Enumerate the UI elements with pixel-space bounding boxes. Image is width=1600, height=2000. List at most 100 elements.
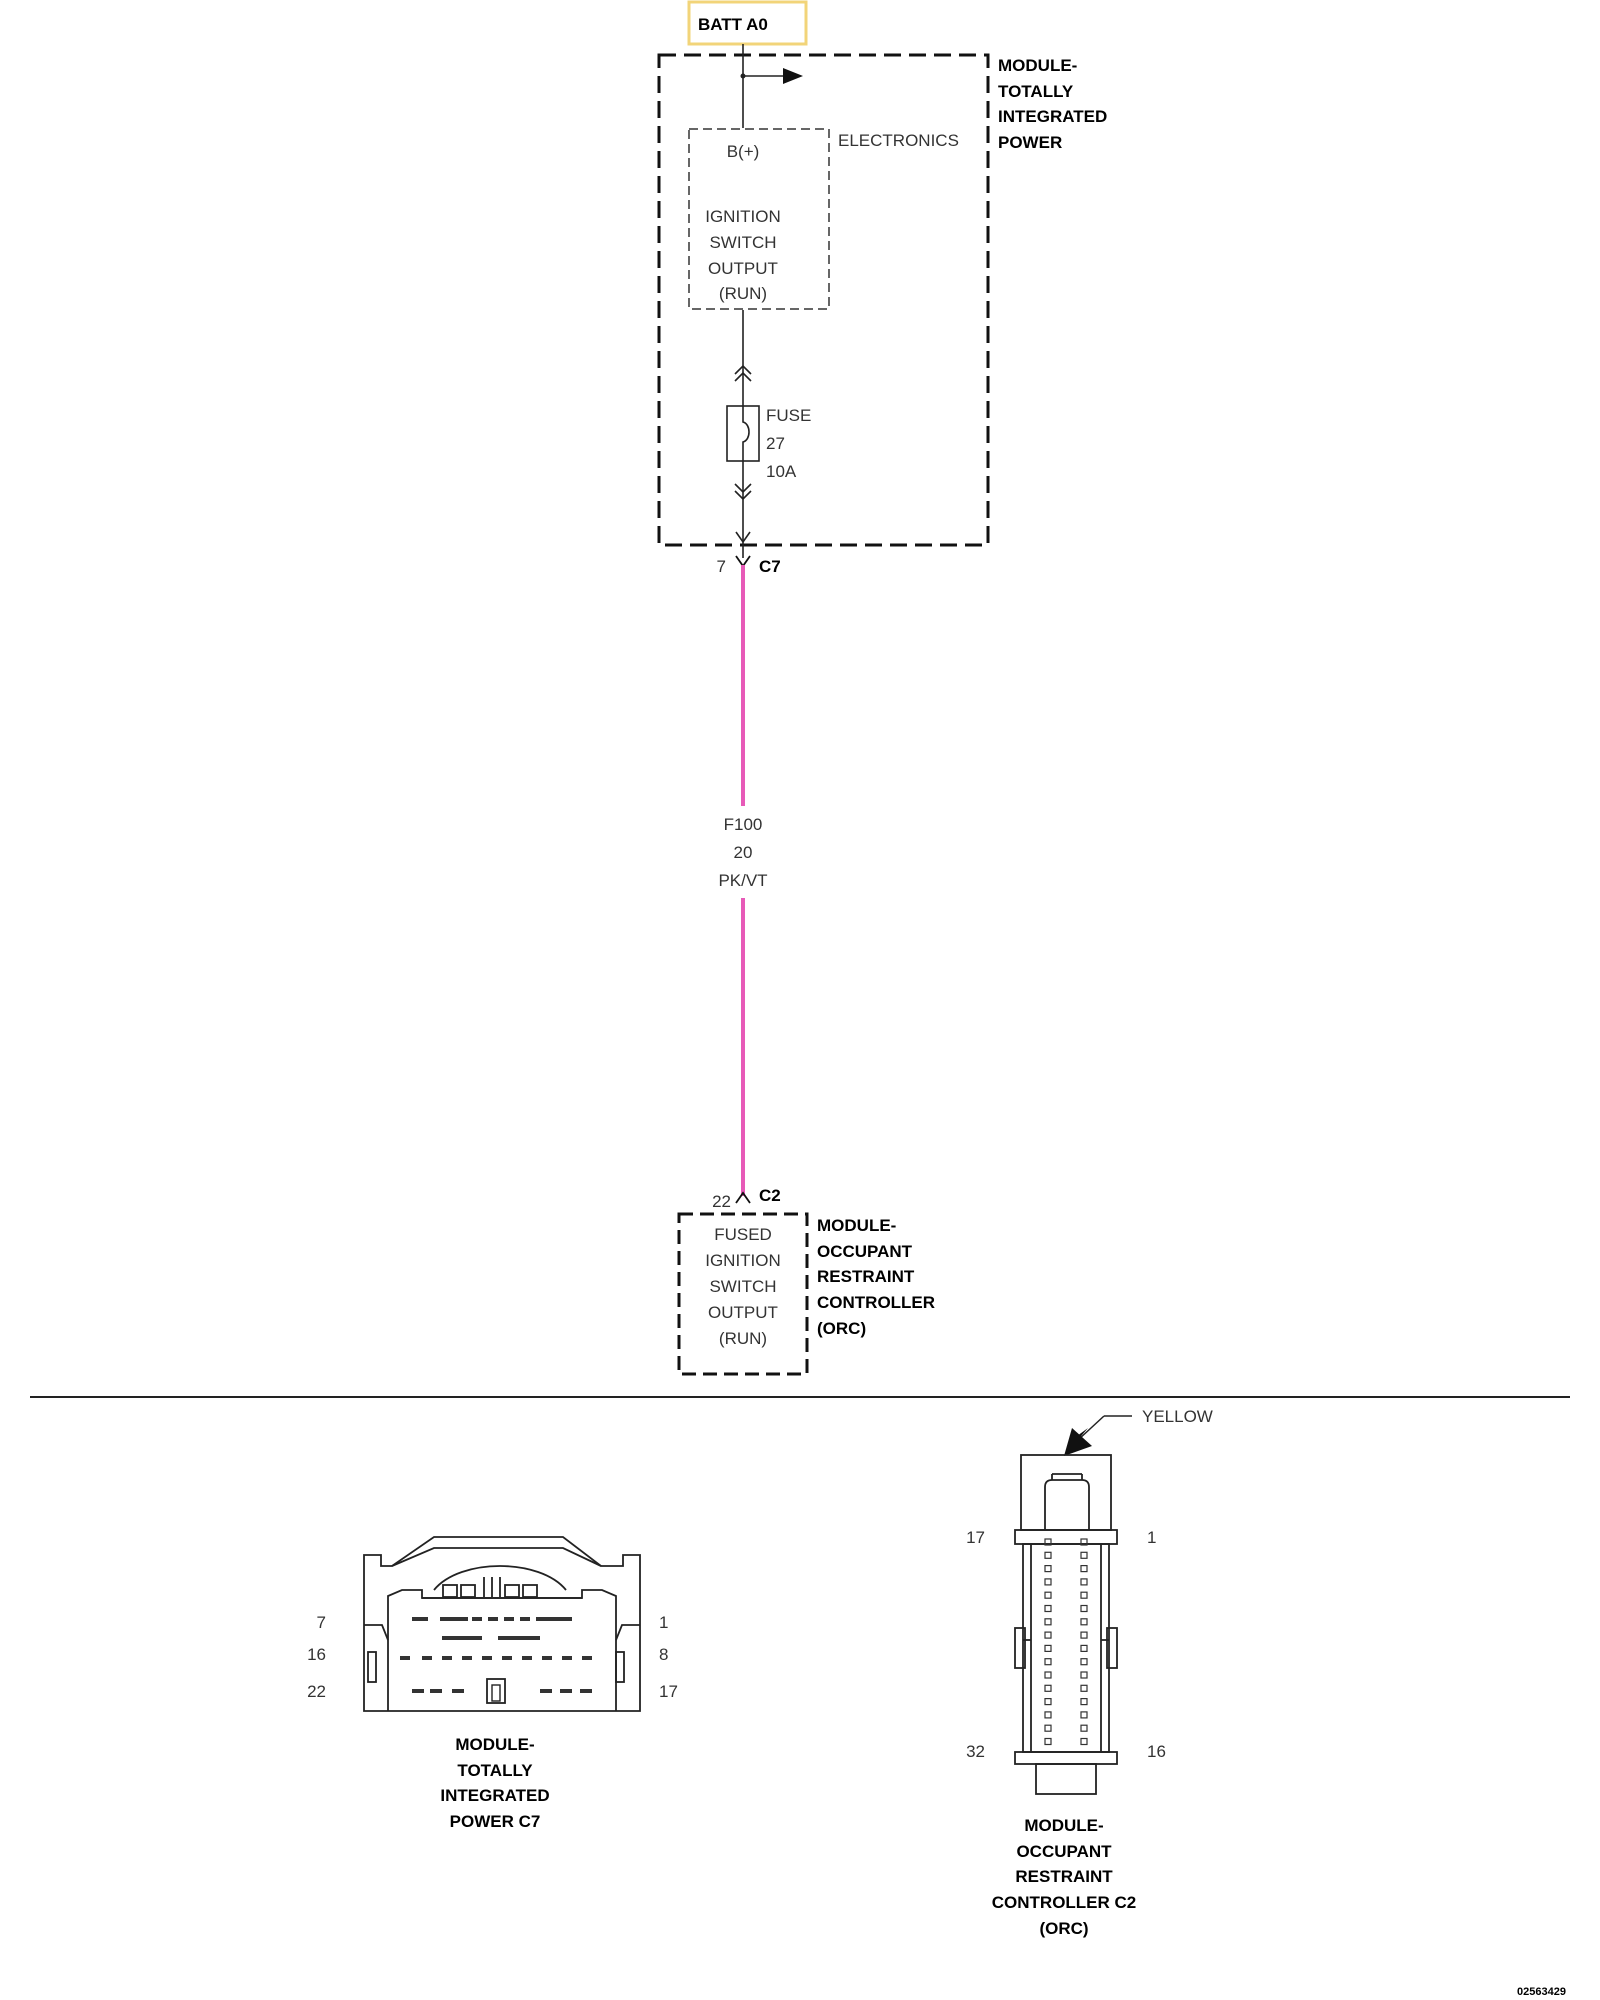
c7-title-line-1: MODULE- [455,1735,534,1754]
orc-input-line-2: IGNITION [705,1251,781,1270]
c7-pin-row-3 [412,1689,592,1693]
c2-pin-label-1: 1 [1147,1528,1156,1547]
c2-pin-cavity [1080,1538,1088,1546]
c7-pin-k [462,1656,472,1660]
c7-body [363,1536,641,1712]
c7-pin-s [430,1689,442,1693]
c7-side-latch-left [367,1651,377,1683]
c7-pin-row-wide [442,1636,540,1640]
c2-pin-cavity [1080,1564,1088,1573]
c7-connector-name: C7 [759,557,781,576]
c7-side-step-left [364,1624,389,1641]
c7-title-line-3: INTEGRATED [440,1786,549,1805]
fuse-element-icon [742,406,750,461]
c2-pin-cavity [1044,1671,1052,1679]
tipm-name-line-4: POWER [998,133,1062,152]
figure-id: 02563429 [1517,1986,1566,1998]
orc-input-label: FUSED IGNITION SWITCH OUTPUT (RUN) [705,1225,781,1348]
fuse-label-name: FUSE [766,406,811,425]
c7-pin-l [482,1656,492,1660]
yellow-leader-diagonal [1077,1415,1105,1441]
c2-pin-cavity [1080,1591,1088,1599]
orc-input-line-3: SWITCH [709,1277,776,1296]
c7-pin-f [520,1617,530,1621]
c2-pin-cavity [1044,1564,1052,1573]
c2-main-body [1022,1543,1110,1753]
c7-pin-wide-1 [442,1636,482,1640]
c2-view-title: MODULE- OCCUPANT RESTRAINT CONTROLLER C2… [992,1816,1137,1938]
c7-pin-u [540,1689,552,1693]
c7-pin-b [440,1617,468,1621]
c2-pin-cavity [1080,1658,1088,1666]
c7-latch-hump [433,1565,567,1591]
c2-connector-icon [735,1191,751,1204]
c2-pin-cavity [1080,1697,1088,1706]
orc-input-line-1: FUSED [714,1225,772,1244]
c7-pin-a [412,1617,428,1621]
c2-top-cap [1044,1479,1090,1530]
ignition-output-line-3: OUTPUT [708,259,778,278]
c7-title-line-2: TOTALLY [457,1761,533,1780]
c2-pin-cavity [1044,1684,1052,1692]
c7-title-line-4: POWER C7 [450,1812,541,1831]
c7-connector-face [363,1536,641,1712]
fuse-socket-top-icon-2 [734,371,752,382]
c2-side-latch-left [1014,1627,1026,1669]
orc-name-line-2: OCCUPANT [817,1242,913,1261]
c2-pin-cavity [1080,1724,1088,1732]
c7-pin-wide-2 [498,1636,540,1640]
c2-connector-name: C2 [759,1186,781,1205]
c2-flange-top [1014,1529,1118,1545]
electronics-label: ELECTRONICS [838,131,959,150]
c2-pin-cavity [1080,1644,1088,1653]
c2-pin-cavity [1080,1618,1088,1626]
c7-pin-label-22: 22 [307,1682,326,1701]
orc-module-outline [677,1212,809,1376]
c2-pin-cavity [1080,1711,1088,1719]
yellow-pointer-head-icon [1064,1428,1092,1456]
c7-pin-e [504,1617,514,1621]
tipm-name-line-3: INTEGRATED [998,107,1107,126]
fuse-label: FUSE 27 10A [766,406,811,481]
c2-pin-cavity [1044,1604,1052,1613]
c2-flange-bottom [1014,1751,1118,1765]
c2-pin-cavity [1080,1671,1088,1679]
c7-pin-label-1: 1 [659,1613,668,1632]
c7-key-slot-inner [491,1684,501,1702]
c2-pin-cavity [1044,1658,1052,1666]
fuse-label-number: 27 [766,434,785,453]
c2-pin-number: 22 [712,1192,731,1211]
tipm-name-line-2: TOTALLY [998,82,1074,101]
ignition-output-line-1: IGNITION [705,207,781,226]
c7-pin-v [560,1689,572,1693]
c7-pin-label-7: 7 [317,1613,326,1632]
c7-pin-number: 7 [717,557,726,576]
c2-pin-cavity [1044,1631,1052,1639]
c2-title-line-1: MODULE- [1024,1816,1103,1835]
c2-pin-cavity [1080,1604,1088,1613]
c2-pin-cavity [1044,1644,1052,1653]
c7-pin-w [580,1689,592,1693]
orc-name-line-3: RESTRAINT [817,1267,915,1286]
c7-pin-m [502,1656,512,1660]
c7-pin-label-17: 17 [659,1682,678,1701]
c7-key-slot [486,1678,506,1704]
c7-pin-p [562,1656,572,1660]
c7-pin-label-8: 8 [659,1645,668,1664]
c7-latch-tab-2 [460,1584,476,1598]
c7-pin-j [442,1656,452,1660]
c7-pin-label-16: 16 [307,1645,326,1664]
orc-input-line-5: (RUN) [719,1329,767,1348]
c2-pin-cavity [1080,1631,1088,1639]
c7-pin-row-1 [412,1617,572,1621]
ignition-output-label: IGNITION SWITCH OUTPUT (RUN) [705,207,781,303]
c7-pin-o [542,1656,552,1660]
c7-latch-tab-4 [522,1584,538,1598]
c2-pin-cavity [1080,1551,1088,1559]
fuse-socket-bottom-icon [734,483,752,494]
wire-label: F100 20 PK/VT [718,815,767,890]
c2-pin-cavity [1044,1737,1052,1746]
c2-pin-label-16: 16 [1147,1742,1166,1761]
c2-pin-cavity [1044,1538,1052,1546]
